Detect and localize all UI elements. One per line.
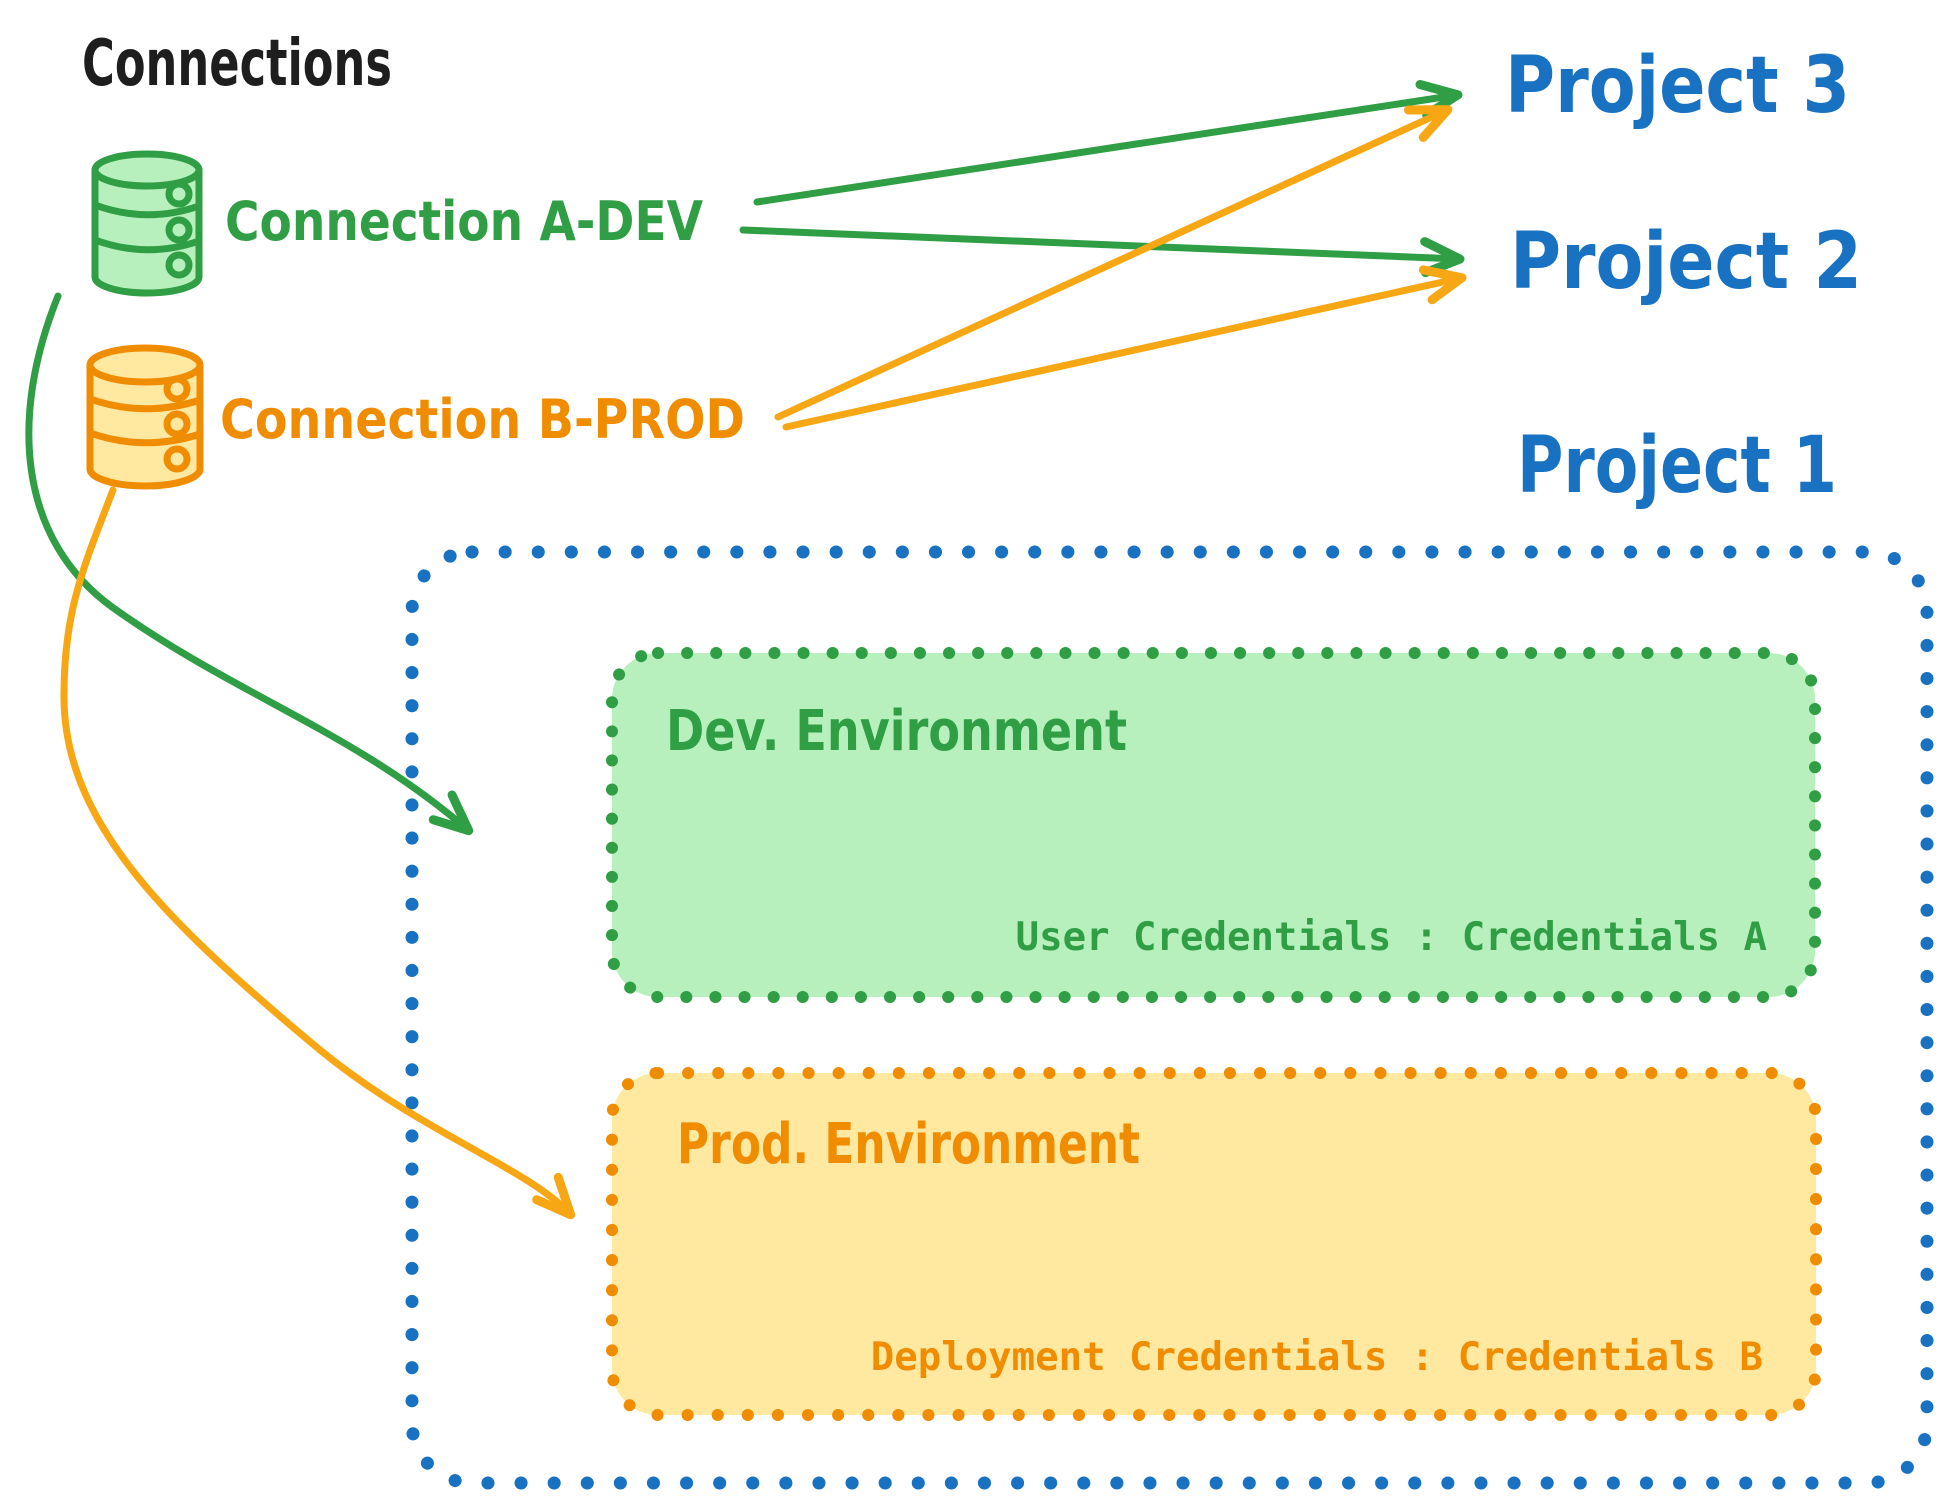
arrow-prod-to-prod-environment bbox=[60, 486, 576, 1220]
connection-b-prod-label: Connection B-PROD bbox=[220, 388, 745, 451]
dev-environment-box bbox=[606, 647, 1821, 1003]
dev-environment-title: Dev. Environment bbox=[666, 699, 1127, 764]
connection-a-dev-label: Connection A-DEV bbox=[225, 190, 703, 253]
prod-environment-title: Prod. Environment bbox=[677, 1112, 1140, 1177]
arrow-prod-to-project3 bbox=[774, 105, 1453, 421]
project-3-label: Project 3 bbox=[1505, 41, 1850, 131]
project-1-box bbox=[405, 545, 1934, 1490]
database-icon-prod bbox=[86, 344, 204, 490]
prod-environment-box bbox=[606, 1067, 1822, 1421]
arrow-prod-to-project2 bbox=[782, 265, 1467, 431]
arrow-dev-to-project3 bbox=[753, 79, 1463, 206]
arrow-dev-to-dev-environment bbox=[25, 292, 474, 836]
arrow-dev-to-project2 bbox=[739, 226, 1465, 278]
arrow-group bbox=[25, 79, 1467, 1220]
prod-credentials-text: Deployment Credentials : Credentials B bbox=[871, 1335, 1763, 1380]
page-title: Connections bbox=[82, 27, 392, 101]
dev-credentials-text: User Credentials : Credentials A bbox=[1016, 915, 1767, 960]
database-icon-dev bbox=[91, 150, 203, 297]
project-1-label: Project 1 bbox=[1517, 421, 1837, 511]
project-2-label: Project 2 bbox=[1510, 217, 1862, 307]
